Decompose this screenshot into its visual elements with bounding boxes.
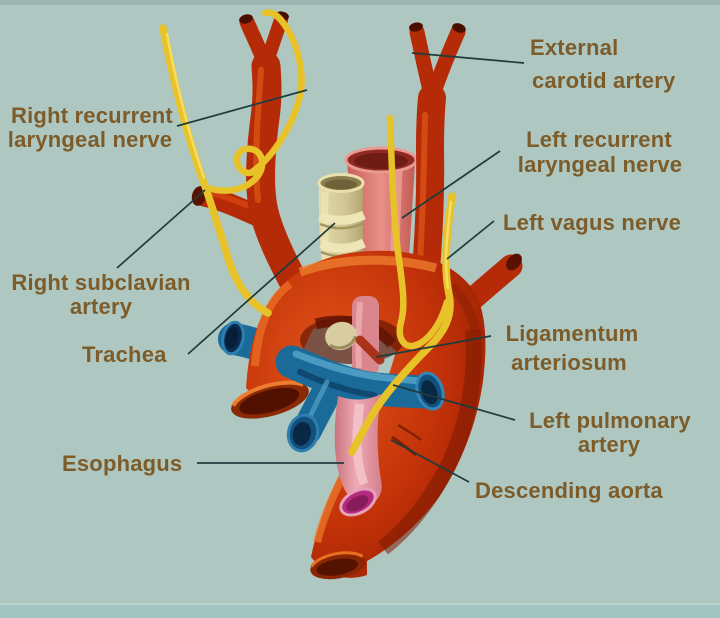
labels: External carotid artery Right recurrent … [8, 35, 691, 503]
leader-line-left-pulmonary [392, 384, 516, 421]
label-left-pulmonary-line1: Left pulmonary [529, 408, 691, 433]
descending-aorta [378, 329, 482, 555]
esophagus-cut-opening [339, 487, 377, 517]
label-descending-aorta: Descending aorta [475, 478, 663, 503]
label-right-subclavian-line2: artery [70, 294, 133, 319]
label-ligamentum-line1: Ligamentum [506, 321, 639, 346]
label-right-recurrent-line2: laryngeal nerve [8, 127, 172, 152]
leader-line-right-recurrent [176, 89, 308, 127]
pulmonary-lower-cut-opening [286, 413, 320, 453]
pulmonary-trunk [275, 345, 445, 453]
descending-aorta-cut-opening [310, 551, 366, 580]
leader-line-trachea [187, 222, 336, 355]
label-right-recurrent-line1: Right recurrent [11, 103, 173, 128]
label-left-vagus: Left vagus nerve [503, 210, 681, 235]
left-subclavian-cut-opening [506, 253, 522, 271]
leader-line-right-subclavian [116, 189, 206, 269]
label-external-carotid-line2: carotid artery [532, 68, 676, 93]
label-left-recurrent-line2: laryngeal nerve [518, 152, 682, 177]
leader-line-left-recurrent [401, 150, 501, 219]
leader-line-left-vagus [446, 220, 495, 260]
label-left-pulmonary-line2: artery [578, 432, 641, 457]
arch-window-contents [300, 296, 404, 376]
label-ligamentum-line2: arteriosum [511, 350, 627, 375]
leader-line-descending-aorta [390, 439, 470, 483]
leader-line-ligamentum [375, 335, 492, 358]
top-border-strip [0, 0, 720, 5]
ascending-aorta-cut-opening [231, 380, 309, 419]
leader-line-external-carotid [411, 52, 525, 64]
label-trachea: Trachea [82, 342, 167, 367]
label-right-subclavian-line1: Right subclavian [11, 270, 190, 295]
label-left-recurrent-line1: Left recurrent [526, 127, 672, 152]
label-esophagus: Esophagus [62, 451, 182, 476]
bottom-border-strip [0, 605, 720, 618]
right-vagus-nerve [159, 24, 272, 317]
bottom-divider-line [0, 603, 720, 605]
right-recurrent-laryngeal-loop [201, 145, 266, 194]
right-recurrent-laryngeal-nerve [248, 9, 305, 176]
trachea-lower-end [325, 321, 357, 351]
nerves [159, 9, 456, 456]
left-pulmonary-artery [415, 371, 445, 411]
label-external-carotid-line1: External [530, 35, 618, 60]
external-carotid-branch-right2 [424, 24, 466, 106]
leader-lines [116, 52, 525, 483]
left-recurrent-laryngeal-nerve [386, 114, 451, 350]
